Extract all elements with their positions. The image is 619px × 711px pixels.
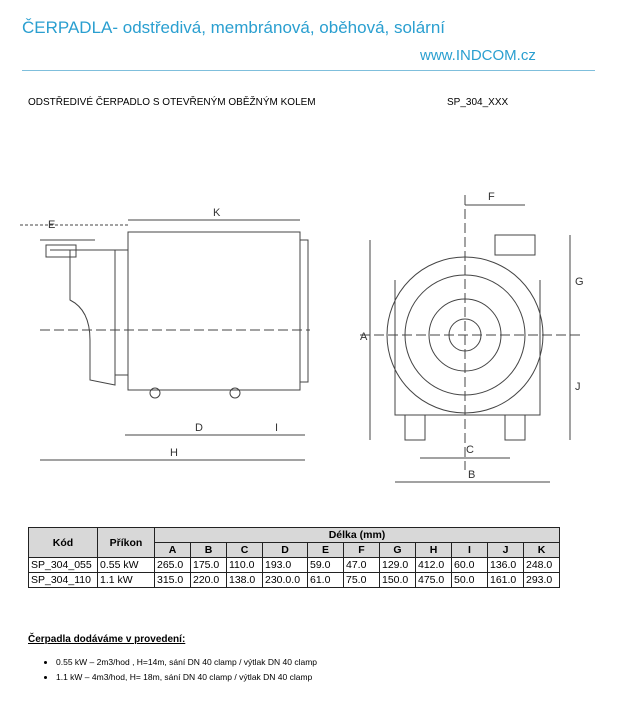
cell-dim-d: 230.0.0	[262, 572, 308, 588]
product-model: SP_304_XXX	[447, 97, 509, 108]
dim-label: J	[575, 381, 581, 393]
cell-dim-f: 75.0	[343, 572, 380, 588]
header-dim-e: E	[307, 542, 344, 558]
motor-body	[127, 231, 301, 391]
cell-dim-c: 110.0	[226, 557, 263, 573]
header-dim-k: K	[523, 542, 560, 558]
header-kod: Kód	[28, 527, 98, 558]
cell-dim-a: 315.0	[154, 572, 191, 588]
dim-label: G	[575, 276, 584, 288]
header-dim-h: H	[415, 542, 452, 558]
cell-dim-j: 136.0	[487, 557, 524, 573]
cell-dim-k: 293.0	[523, 572, 560, 588]
cell-dim-k: 248.0	[523, 557, 560, 573]
header-dim-d: D	[262, 542, 308, 558]
cell-dim-e: 61.0	[307, 572, 344, 588]
dim-label: I	[275, 422, 278, 434]
cell-kod: SP_304_110	[28, 572, 98, 588]
cell-dim-j: 161.0	[487, 572, 524, 588]
pump-head	[50, 249, 116, 386]
cell-kod: SP_304_055	[28, 557, 98, 573]
notes-list: 0.55 kW – 2m3/hod , H=14m, sání DN 40 cl…	[40, 655, 317, 685]
pump-drawing: E K D I H F A G J C B	[20, 191, 584, 483]
dim-label: K	[213, 207, 221, 219]
cell-dim-d: 193.0	[262, 557, 308, 573]
cell-dim-f: 47.0	[343, 557, 380, 573]
cell-dim-g: 150.0	[379, 572, 416, 588]
header-dim-c: C	[226, 542, 263, 558]
header-dim-j: J	[487, 542, 524, 558]
cell-prikon: 0.55 kW	[97, 557, 155, 573]
cell-dim-i: 60.0	[451, 557, 488, 573]
website-link[interactable]: www.INDCOM.cz	[420, 47, 536, 64]
header-dim-i: I	[451, 542, 488, 558]
cell-dim-i: 50.0	[451, 572, 488, 588]
cell-dim-c: 138.0	[226, 572, 263, 588]
cell-dim-h: 475.0	[415, 572, 452, 588]
header-dim-f: F	[343, 542, 380, 558]
cell-dim-g: 129.0	[379, 557, 416, 573]
dim-label: C	[466, 444, 474, 456]
dim-label: E	[48, 219, 55, 231]
header-delka: Délka (mm)	[154, 527, 560, 543]
notes-heading: Čerpadla dodáváme v provedení:	[28, 634, 186, 645]
dim-label: D	[195, 422, 203, 434]
list-item: 1.1 kW – 4m3/hod, H= 18m, sání DN 40 cla…	[56, 670, 317, 685]
page-title: ČERPADLA- odstředivá, membránová, oběhov…	[22, 18, 445, 37]
cell-dim-a: 265.0	[154, 557, 191, 573]
list-item: 0.55 kW – 2m3/hod , H=14m, sání DN 40 cl…	[56, 655, 317, 670]
dim-label: H	[170, 447, 178, 459]
cell-dim-h: 412.0	[415, 557, 452, 573]
header-dim-a: A	[154, 542, 191, 558]
dim-label: A	[360, 331, 368, 343]
header-dim-b: B	[190, 542, 227, 558]
product-description: ODSTŘEDIVÉ ČERPADLO S OTEVŘENÝM OBĚŽNÝM …	[28, 97, 316, 108]
header-prikon: Příkon	[97, 527, 155, 558]
cell-dim-e: 59.0	[307, 557, 344, 573]
cell-prikon: 1.1 kW	[97, 572, 155, 588]
dim-label: F	[488, 191, 495, 203]
cell-dim-b: 220.0	[190, 572, 227, 588]
dim-label: B	[468, 469, 475, 481]
divider	[22, 70, 595, 71]
cell-dim-b: 175.0	[190, 557, 227, 573]
header-dim-g: G	[379, 542, 416, 558]
